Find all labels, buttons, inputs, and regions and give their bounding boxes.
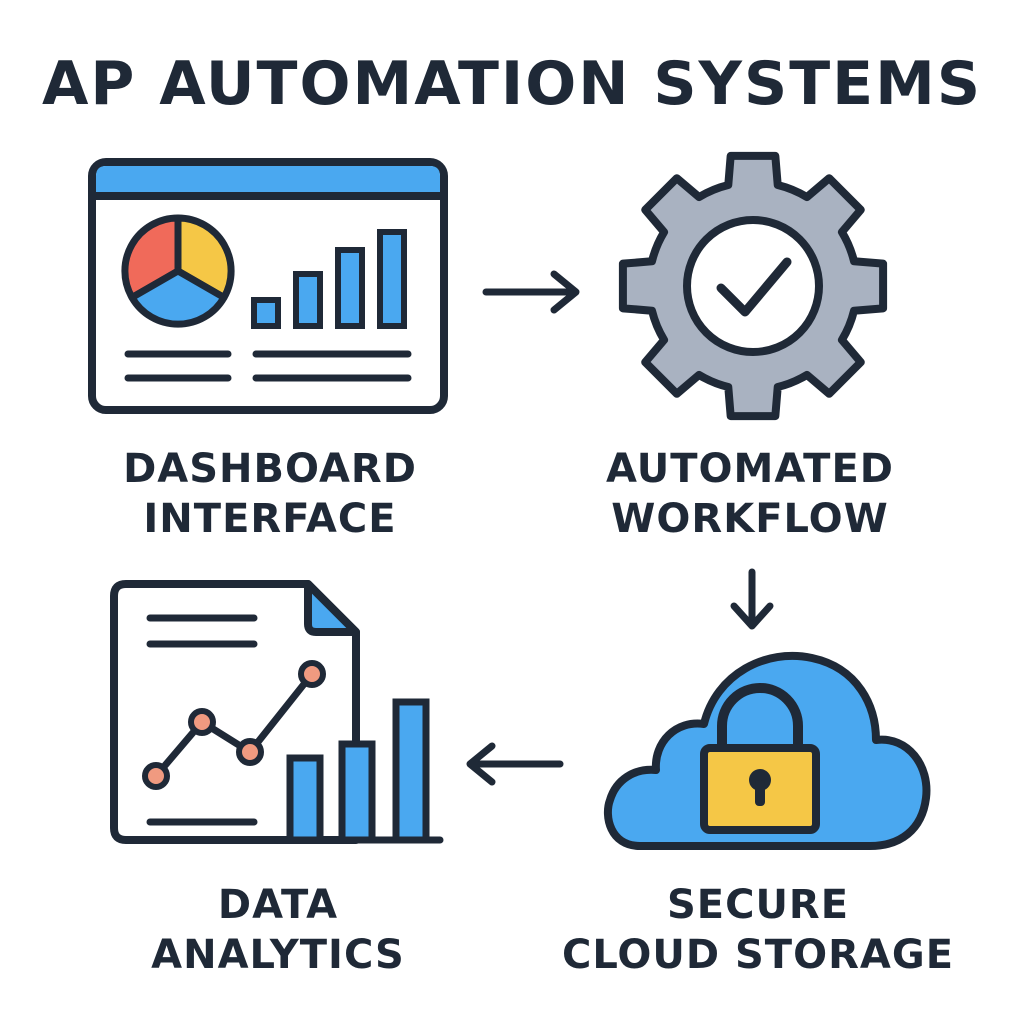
- node-label-line: DATA: [217, 882, 339, 928]
- trend-point: [188, 708, 216, 736]
- arrow-left-icon: [466, 742, 564, 786]
- dashboard-bar: [335, 247, 365, 329]
- analytics-bar: [286, 754, 324, 844]
- dashboard-icon: [88, 158, 448, 414]
- trend-point: [142, 762, 170, 790]
- analytics-bar: [338, 740, 376, 844]
- trend-point: [236, 738, 264, 766]
- pie-chart-icon: [121, 214, 235, 328]
- dashboard-bar: [377, 229, 407, 329]
- report-chart-icon: [110, 580, 444, 844]
- check-mark-icon: [716, 257, 792, 317]
- arrow-down-icon: [730, 568, 774, 630]
- analytics-bar: [392, 698, 430, 844]
- dashboard-text-lines: [124, 350, 412, 382]
- cloud-lock-icon: [603, 651, 931, 850]
- padlock-shackle: [717, 683, 803, 748]
- gear-inner-circle: [683, 216, 823, 356]
- dashboard-bar: [251, 297, 281, 329]
- document-text-lines: [146, 614, 258, 826]
- node-label-line: CLOUD STORAGE: [561, 932, 955, 978]
- document-folded-corner: [304, 580, 360, 636]
- node-label-line: SECURE: [666, 882, 850, 928]
- arrow-right-icon: [482, 270, 580, 314]
- node-label-line: AUTOMATED: [606, 446, 894, 492]
- gear-check-icon: [618, 151, 888, 421]
- trend-point: [298, 660, 326, 688]
- dashboard-title-bar: [96, 166, 440, 194]
- node-label-line: DASHBOARD: [123, 446, 417, 492]
- node-label-line: INTERFACE: [143, 496, 397, 542]
- trend-line: [152, 670, 316, 780]
- node-label-line: WORKFLOW: [611, 496, 889, 542]
- node-label-analytics: DATA ANALYTICS: [96, 880, 460, 980]
- node-label-dashboard: DASHBOARD INTERFACE: [88, 444, 452, 544]
- node-label-line: ANALYTICS: [151, 932, 405, 978]
- dashboard-bar: [293, 271, 323, 329]
- bar-chart-icon: [251, 229, 407, 329]
- diagram-title: AP AUTOMATION SYSTEMS: [41, 49, 983, 119]
- node-label-storage: SECURE CLOUD STORAGE: [548, 880, 968, 980]
- padlock-icon: [700, 683, 820, 834]
- node-label-workflow: AUTOMATED WORKFLOW: [568, 444, 932, 544]
- pie-slice-blue: [128, 267, 228, 328]
